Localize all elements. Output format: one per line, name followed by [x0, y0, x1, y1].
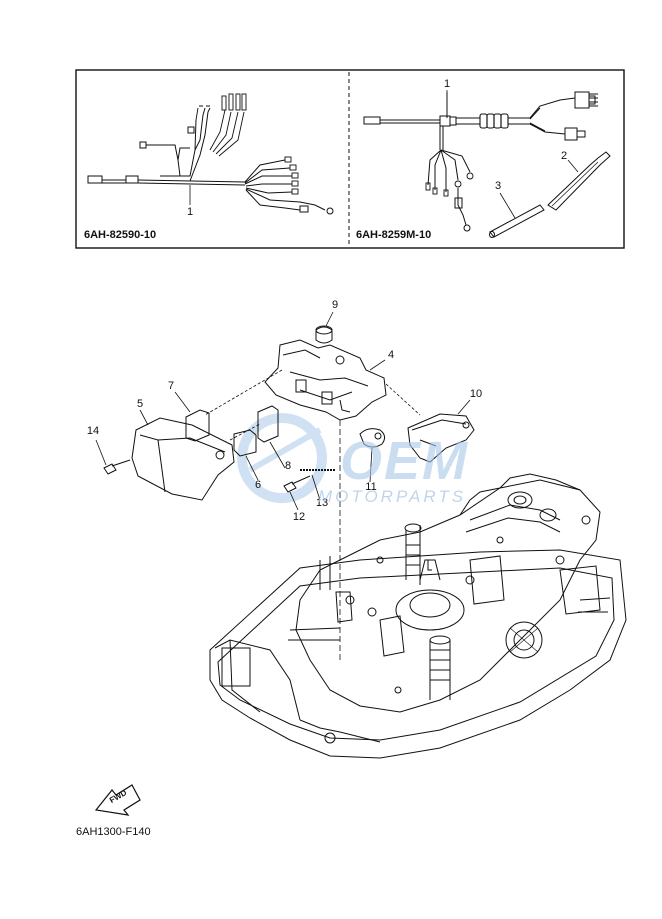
- callout-10: 10: [469, 388, 483, 400]
- callout-right-2: 2: [560, 150, 568, 162]
- top-box: [75, 69, 625, 249]
- part-code-left: 6AH-82590-10: [84, 229, 157, 241]
- watermark-logo-text: OEM: [340, 431, 470, 491]
- top-leader-lines: [446, 90, 579, 219]
- callout-9: 9: [331, 299, 339, 311]
- watermark-text: MOTORPARTS: [318, 487, 467, 506]
- callout-right-1: 1: [443, 78, 451, 90]
- callout-4: 4: [387, 349, 395, 361]
- wire-harness-right: [363, 91, 611, 238]
- callout-left-1: 1: [186, 206, 194, 218]
- bracket-assembly: [103, 325, 475, 501]
- diagram-code: 6AH1300-F140: [76, 826, 151, 838]
- watermark-logo: [237, 413, 327, 503]
- main-leader-lines: [95, 311, 471, 660]
- callout-5: 5: [136, 398, 144, 410]
- callout-14: 14: [86, 425, 100, 437]
- callout-12: 12: [292, 511, 306, 523]
- part-code-right: 6AH-8259M-10: [356, 229, 432, 241]
- callout-11: 11: [365, 481, 377, 493]
- callout-13: 13: [315, 497, 329, 509]
- callout-right-3: 3: [494, 180, 502, 192]
- callout-7: 7: [167, 380, 175, 392]
- engine-block: [209, 473, 627, 759]
- callout-8: 8: [284, 460, 292, 472]
- fwd-arrow-icon: [94, 784, 141, 816]
- wire-harness-left: [87, 93, 334, 215]
- callout-6: 6: [254, 479, 262, 491]
